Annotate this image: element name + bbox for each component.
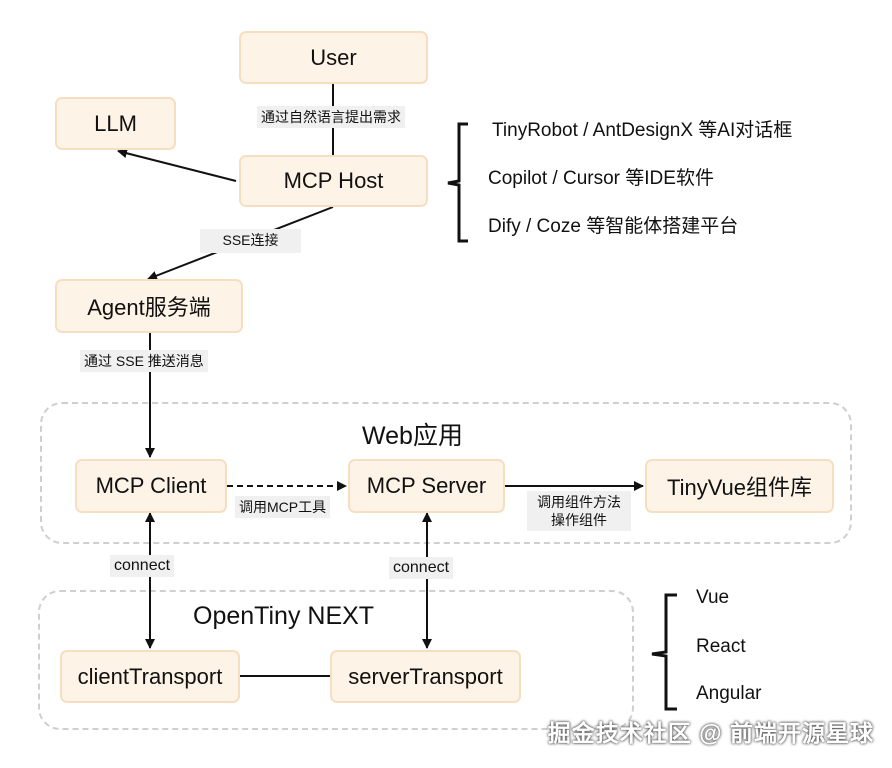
tinyvue-node: TinyVue组件库 [645, 459, 834, 513]
agent-to-client-label: 通过 SSE 推送消息 [80, 350, 208, 372]
host-to-llm-arrow [117, 148, 237, 182]
user-node: User [239, 31, 428, 84]
opentiny-frame [38, 590, 634, 730]
host-example-3: Dify / Coze 等智能体搭建平台 [488, 216, 739, 237]
client-to-server-label: 调用MCP工具 [235, 496, 331, 518]
mcp-host-node: MCP Host [239, 155, 428, 207]
host-example-2: Copilot / Cursor 等IDE软件 [488, 168, 714, 189]
opentiny-title: OpenTiny NEXT [193, 602, 375, 630]
host-to-agent-label: SSE连接 [200, 229, 301, 253]
framework-vue: Vue [696, 587, 730, 608]
web-app-title: Web应用 [362, 422, 463, 450]
framework-react: React [696, 636, 746, 657]
web-app-frame [40, 402, 852, 544]
host-examples-brace [447, 122, 468, 243]
watermark: 掘金技术社区 @ 前端开源星球 [547, 720, 874, 746]
llm-node: LLM [55, 97, 176, 150]
server-to-tinyvue-label-line1: 调用组件方法 [537, 494, 621, 510]
agent-node: Agent服务端 [55, 279, 243, 333]
framework-angular: Angular [696, 683, 762, 704]
host-example-1: TinyRobot / AntDesignX 等AI对话框 [492, 120, 793, 141]
server-transport-node: serverTransport [330, 650, 521, 703]
mcp-server-node: MCP Server [348, 459, 505, 513]
server-to-tinyvue-label: 调用组件方法 操作组件 [527, 491, 631, 531]
user-to-host-label: 通过自然语言提出需求 [257, 106, 405, 128]
mcp-client-node: MCP Client [75, 459, 227, 513]
client-transport-node: clientTransport [60, 650, 240, 703]
server-to-tinyvue-label-line2: 操作组件 [551, 512, 607, 528]
server-connect-label: connect [389, 557, 454, 579]
client-connect-label: connect [110, 555, 175, 577]
frameworks-brace [651, 593, 677, 711]
